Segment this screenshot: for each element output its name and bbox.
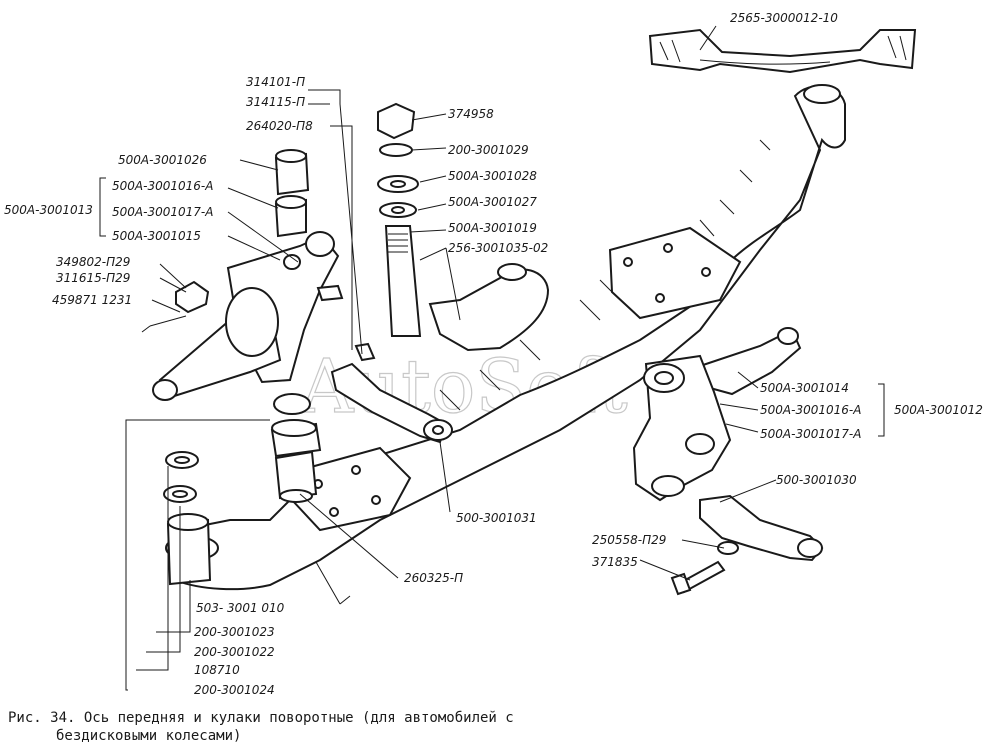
- label-459871: 459871 1231: [52, 293, 132, 307]
- label-250558: 250558-П29: [592, 533, 666, 547]
- label-371835: 371835: [592, 555, 638, 569]
- left-castle-nut-and-cotter: [141, 280, 344, 333]
- label-3001023: 200-3001023: [194, 625, 275, 639]
- kingpin-and-nut: [377, 102, 422, 337]
- label-3001022: 200-3001022: [194, 645, 275, 659]
- label-260325: 260325-П: [404, 571, 463, 585]
- figure-caption: Рис. 34. Ось передняя и кулаки поворотны…: [8, 709, 708, 745]
- caption-line-2: бездисковыми колесами): [56, 728, 242, 744]
- label-314101: 314101-П: [246, 75, 305, 89]
- cotter-pin-left: [354, 342, 376, 362]
- label-264020: 264020-П8: [246, 119, 313, 133]
- label-503-3001010: 503- 3001 010: [196, 601, 285, 615]
- left-steering-knuckle: [152, 231, 340, 401]
- label-3001017a-left: 500А-3001017-А: [112, 205, 213, 219]
- label-3001017a-right: 500А-3001017-А: [760, 427, 861, 441]
- axle-assembly-thumbnail: [648, 28, 917, 74]
- label-3001030: 500-3001030: [776, 473, 857, 487]
- steering-arm-right: [670, 494, 824, 596]
- label-3001031: 500-3001031: [456, 511, 537, 525]
- steering-arm-left: [428, 263, 550, 352]
- label-3001019: 500А-3001019: [448, 221, 537, 235]
- kingpin-stack-left: [270, 149, 322, 503]
- label-group-right: 500А-3001012: [894, 403, 983, 417]
- label-3001016a-right: 500А-3001016-А: [760, 403, 861, 417]
- label-3001015: 500А-3001015: [112, 229, 201, 243]
- label-3001016a-left: 500А-3001016-А: [112, 179, 213, 193]
- label-3001024: 200-3001024: [194, 683, 275, 697]
- label-311615: 311615-П29: [56, 271, 130, 285]
- label-3001028: 500А-3001028: [448, 169, 537, 183]
- caption-line-1: Рис. 34. Ось передняя и кулаки поворотны…: [8, 710, 514, 726]
- label-256-3001035: 256-3001035-02: [448, 241, 548, 255]
- part-labels: 2565-3000012-10 314101-П 314115-П 264020…: [4, 11, 983, 697]
- label-axle-assembly: 2565-3000012-10: [730, 11, 838, 25]
- left-bottom-washers: [163, 451, 212, 586]
- label-group-left: 500А-3001013: [4, 203, 93, 217]
- label-3001026: 500А-3001026: [118, 153, 207, 167]
- label-349802: 349802-П29: [56, 255, 130, 269]
- label-374958: 374958: [448, 107, 494, 121]
- right-steering-knuckle: [632, 327, 802, 502]
- label-3001014-right: 500А-3001014: [760, 381, 849, 395]
- label-3001029: 200-3001029: [448, 143, 529, 157]
- label-314115: 314115-П: [246, 95, 305, 109]
- leader-lines: [99, 25, 885, 691]
- tie-rod-arm-center: [330, 362, 453, 444]
- label-108710: 108710: [194, 663, 240, 677]
- label-3001027: 500А-3001027: [448, 195, 537, 209]
